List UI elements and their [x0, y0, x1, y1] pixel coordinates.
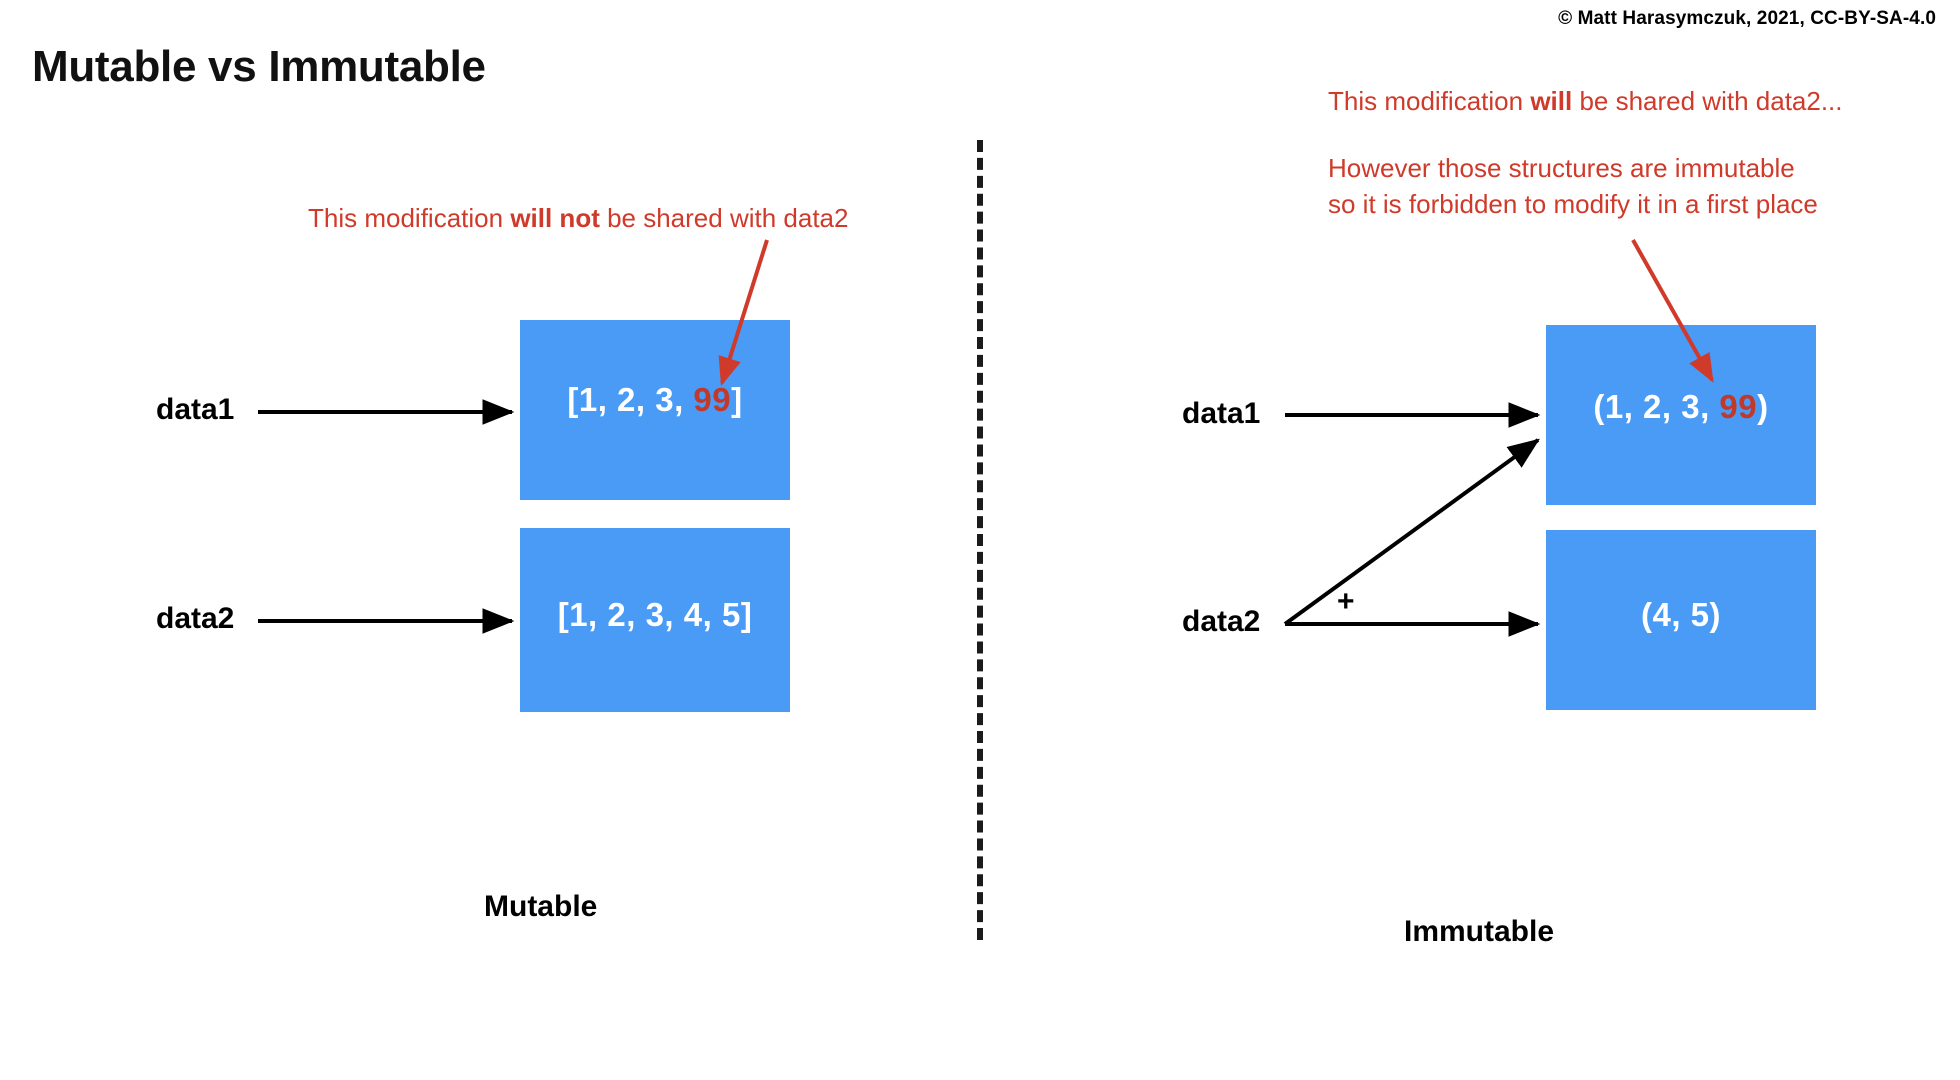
value-items: 1, 2, 3, 4, 5 [569, 596, 741, 633]
annotation-right-secondary-line2: so it is forbidden to modify it in a fir… [1328, 189, 1818, 219]
value-box-left-data2-text: [1, 2, 3, 4, 5] [558, 596, 753, 634]
value-box-left-data1-text: [1, 2, 3, 99] [567, 381, 742, 419]
variable-label-left-data1: data1 [156, 393, 235, 426]
bracket-open: ( [1640, 596, 1653, 633]
pointer-arrow-right-data2-to-data1 [1283, 438, 1540, 626]
value-box-right-data2-text: (4, 5) [1641, 596, 1721, 634]
variable-label-left-data2: data2 [156, 602, 235, 635]
page-title: Mutable vs Immutable [32, 42, 486, 91]
panel-divider [977, 140, 983, 940]
value-items: 4, 5 [1652, 596, 1710, 633]
bracket-open: [ [557, 596, 570, 633]
bracket-close: ) [1709, 596, 1722, 633]
variable-label-right-data1: data1 [1182, 397, 1261, 430]
annotation-left-emphasis: will not [510, 203, 600, 233]
value-box-right-data1-text: (1, 2, 3, 99) [1593, 388, 1768, 426]
value-highlight: 99 [1719, 388, 1758, 425]
panel-caption-immutable: Immutable [1404, 915, 1555, 948]
bracket-close: ] [740, 596, 753, 633]
annotation-right-primary-emphasis: will [1530, 86, 1573, 116]
value-items: 1, 2, 3, [578, 381, 694, 418]
value-box-left-data2: [1, 2, 3, 4, 5] [520, 528, 790, 712]
copyright-notice: © Matt Harasymczuk, 2021, CC-BY-SA-4.0 [1558, 8, 1936, 29]
value-items: 1, 2, 3, [1604, 388, 1720, 425]
annotation-left: This modification will not be shared wit… [308, 200, 848, 236]
annotation-right-primary-after: be shared with data2... [1572, 86, 1843, 116]
value-highlight: 99 [693, 381, 732, 418]
annotation-right-primary-before: This modification [1328, 86, 1531, 116]
bracket-close: ) [1757, 388, 1769, 425]
annotation-right-primary: This modification will be shared with da… [1328, 83, 1843, 119]
value-box-right-data2: (4, 5) [1546, 530, 1816, 710]
variable-label-right-data2: data2 [1182, 605, 1261, 638]
value-box-right-data1: (1, 2, 3, 99) [1546, 325, 1816, 505]
value-box-left-data1: [1, 2, 3, 99] [520, 320, 790, 500]
annotation-right-secondary: However those structures are immutable s… [1328, 150, 1818, 222]
panel-caption-mutable: Mutable [484, 890, 598, 923]
bracket-close: ] [731, 381, 743, 418]
bracket-open: ( [1593, 388, 1605, 425]
annotation-right-secondary-line1: However those structures are immutable [1328, 153, 1795, 183]
annotation-left-after: be shared with data2 [599, 203, 849, 233]
annotation-left-before: This modification [308, 203, 511, 233]
bracket-open: [ [567, 381, 579, 418]
concat-operator-label: + [1337, 585, 1355, 618]
